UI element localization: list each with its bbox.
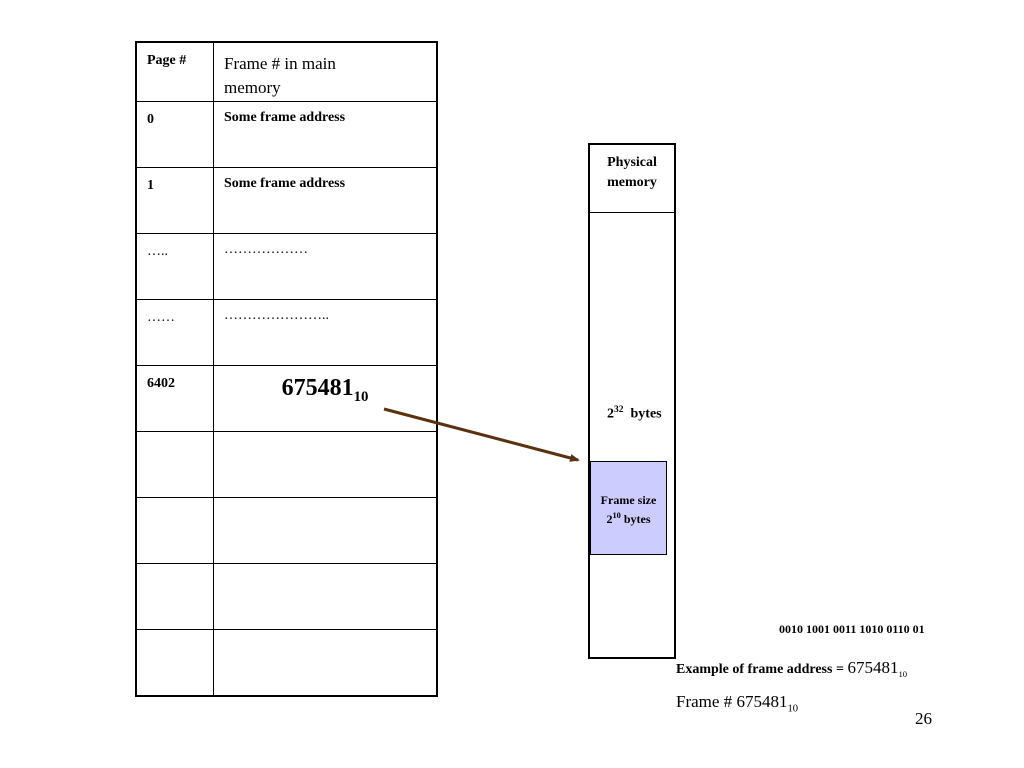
memory-size-unit: bytes (630, 406, 662, 422)
frame-cell (213, 431, 438, 498)
frame-address: Some frame address (224, 110, 346, 125)
page-cell: ….. (135, 233, 214, 300)
frame-address: ………………….. (224, 308, 329, 323)
frame-number-highlight: 67548110 (214, 366, 436, 406)
table-row (135, 497, 438, 564)
frame-size-unit: bytes (623, 512, 651, 526)
frame-size-base: 2 (606, 512, 613, 526)
frame-address (214, 630, 436, 638)
frame-caption: Frame # 67548110 (676, 692, 798, 714)
slide-number: 26 (915, 709, 932, 728)
page-cell: 6402 (135, 365, 214, 432)
table-row: …… ………………….. (135, 299, 438, 366)
page-number: 6402 (147, 376, 175, 391)
binary-address: 0010 1001 0011 1010 0110 01 (779, 622, 925, 636)
table-header-row: Page # Frame # in main memory (135, 41, 438, 102)
page-number: …… (147, 310, 175, 325)
page-cell: …… (135, 299, 214, 366)
frame-address: Some frame address (224, 176, 346, 191)
table-row: ….. ……………… (135, 233, 438, 300)
table-row: 0 Some frame address (135, 101, 438, 168)
memory-size-exponent: 32 (614, 405, 624, 415)
table-row: 1 Some frame address (135, 167, 438, 234)
example-label: Example of frame address = (676, 662, 844, 677)
frame-caption-label: Frame # (676, 692, 733, 711)
page-cell: 0 (135, 101, 214, 168)
frame-number-value: 675481 (281, 375, 354, 401)
page-table: Page # Frame # in main memory 0 Some fra… (135, 41, 438, 697)
page-cell (135, 497, 214, 564)
header-page-cell: Page # (135, 41, 214, 102)
frame-address (214, 498, 436, 506)
header-frame-label: Frame # in main memory (224, 54, 336, 97)
frame-cell: ………………….. (213, 299, 438, 366)
frame-cell: Some frame address (213, 167, 438, 234)
frame-cell (213, 497, 438, 564)
page-number (137, 630, 213, 640)
frame-address (214, 432, 436, 440)
page-number (137, 564, 213, 574)
physical-memory-box: Physical memory Frame size 210 bytes (588, 143, 676, 659)
page-number: 1 (147, 178, 154, 193)
table-row: 6402 67548110 (135, 365, 438, 432)
header-frame-cell: Frame # in main memory (213, 41, 438, 102)
frame-address (214, 564, 436, 572)
memory-size-base: 2 (607, 406, 614, 422)
frame-cell: ……………… (213, 233, 438, 300)
page-number: 0 (147, 112, 154, 127)
frame-cell: 67548110 (213, 365, 438, 432)
page-cell (135, 563, 214, 630)
header-page-label: Page # (147, 53, 187, 68)
table-row (135, 629, 438, 697)
frame-cell: Some frame address (213, 101, 438, 168)
physical-memory-title: Physical memory (590, 145, 674, 213)
example-value: 675481 (847, 658, 899, 677)
page-number: ….. (147, 244, 168, 259)
table-row (135, 563, 438, 630)
page-number (137, 498, 213, 508)
table-row (135, 431, 438, 498)
frame-caption-value: 675481 (736, 692, 788, 711)
page-cell (135, 431, 214, 498)
frame-address: ……………… (224, 242, 308, 257)
example-caption: Example of frame address = 67548110 (676, 658, 907, 679)
frame-size-exponent: 10 (612, 511, 621, 520)
example-base: 10 (898, 668, 908, 679)
frame-caption-base: 10 (787, 703, 798, 715)
frame-size-label: Frame size (600, 493, 657, 507)
frame-block: Frame size 210 bytes (590, 461, 667, 555)
frame-cell (213, 629, 438, 697)
frame-number-base: 10 (353, 388, 369, 405)
frame-cell (213, 563, 438, 630)
page-number (137, 432, 213, 442)
page-cell (135, 629, 214, 697)
page-cell: 1 (135, 167, 214, 234)
memory-size-label: 232 bytes (607, 405, 662, 423)
